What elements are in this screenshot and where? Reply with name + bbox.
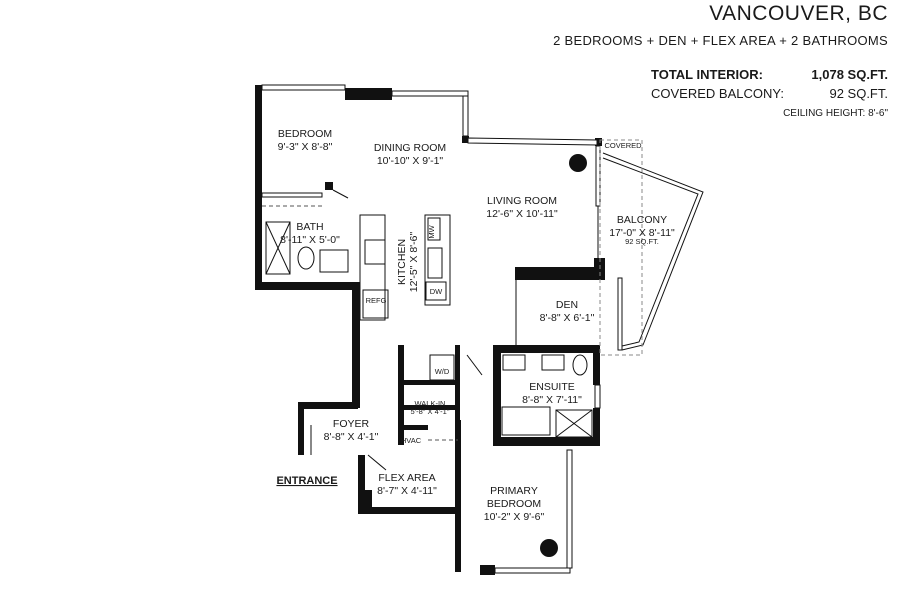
unit-summary: 2 BEDROOMS + DEN + FLEX AREA + 2 BATHROO…	[553, 33, 888, 48]
bath-dims: 8'-11" X 5'-0"	[280, 234, 340, 246]
ensuite-door	[466, 354, 483, 376]
foyer-dims: 8'-8" X 4'-1"	[324, 431, 379, 443]
windows	[261, 84, 623, 574]
walkin-name: WALK-IN	[415, 399, 446, 408]
primary-name-1: PRIMARY	[490, 485, 538, 497]
primary-dims: 10'-2" X 9'-6"	[484, 511, 545, 523]
ensuite-sink-2	[541, 354, 565, 371]
ceiling-height: CEILING HEIGHT: 8'-6"	[783, 108, 888, 119]
den-name: DEN	[556, 299, 578, 311]
ensuite-shower	[555, 409, 593, 438]
ensuite-sink-1	[502, 354, 526, 371]
ensuite-name: ENSUITE	[529, 381, 575, 393]
entrance-label: ENTRANCE	[276, 475, 337, 487]
refrigerator-label: REFG	[366, 296, 387, 305]
balcony-name: BALCONY	[617, 214, 667, 226]
balcony-outline	[599, 139, 704, 356]
den-dims: 8'-8" X 6'-1"	[540, 312, 595, 324]
balcony-area-value: 92 SQ.FT.	[829, 86, 888, 101]
bedroom-dims: 9'-3" X 8'-8"	[278, 141, 333, 153]
dining-dims: 10'-10" X 9'-1"	[377, 155, 444, 167]
microwave-label: MW	[427, 224, 436, 238]
bathtub	[501, 406, 551, 436]
stove	[364, 239, 386, 265]
dishwasher	[425, 281, 447, 301]
door-swing	[332, 189, 349, 199]
flex-dims: 8'-7" X 4'-11"	[377, 485, 437, 497]
walls	[255, 85, 605, 575]
living-name: LIVING ROOM	[487, 195, 557, 207]
kitchen-sink	[427, 247, 443, 279]
living-dims: 12'-6" X 10'-11"	[486, 208, 558, 220]
toilet	[297, 246, 315, 270]
dashed-lines	[262, 205, 458, 441]
kitchen-dims: 12'-5" X 8'-6"	[408, 231, 420, 292]
column	[540, 539, 558, 557]
flex-name: FLEX AREA	[378, 472, 435, 484]
bedroom-name: BEDROOM	[278, 128, 332, 140]
kitchen-name: KITCHEN	[396, 239, 408, 285]
dishwasher-label: DW	[430, 287, 443, 296]
covered-label: COVERED	[604, 141, 642, 150]
column	[569, 154, 587, 172]
dining-name: DINING ROOM	[374, 142, 446, 154]
hvac-label: HVAC	[401, 436, 422, 445]
bath-sink	[319, 249, 349, 273]
fixtures	[265, 189, 593, 471]
total-interior-label: TOTAL INTERIOR:	[651, 67, 763, 82]
refrigerator	[362, 289, 389, 319]
ensuite-dims: 8'-8" X 7'-11"	[522, 394, 582, 406]
location-title: VANCOUVER, BC	[709, 2, 888, 25]
foyer-name: FOYER	[333, 418, 370, 430]
microwave	[427, 217, 441, 241]
bath-name: BATH	[296, 221, 323, 233]
balcony-area: 92 SQ.FT.	[625, 237, 659, 246]
ensuite-toilet	[572, 354, 588, 376]
total-interior-value: 1,078 SQ.FT.	[811, 67, 888, 82]
shower	[265, 221, 291, 275]
primary-name-2: BEDROOM	[487, 498, 541, 510]
balcony-dims: 17'-0" X 8'-11"	[609, 227, 675, 239]
washer-dryer	[429, 354, 455, 381]
walkin-dims: 5'-8" X 4'-1"	[410, 407, 449, 416]
balcony-area-label: COVERED BALCONY:	[651, 86, 784, 101]
washer-dryer-label: W/D	[435, 367, 450, 376]
flex-door	[367, 454, 387, 471]
